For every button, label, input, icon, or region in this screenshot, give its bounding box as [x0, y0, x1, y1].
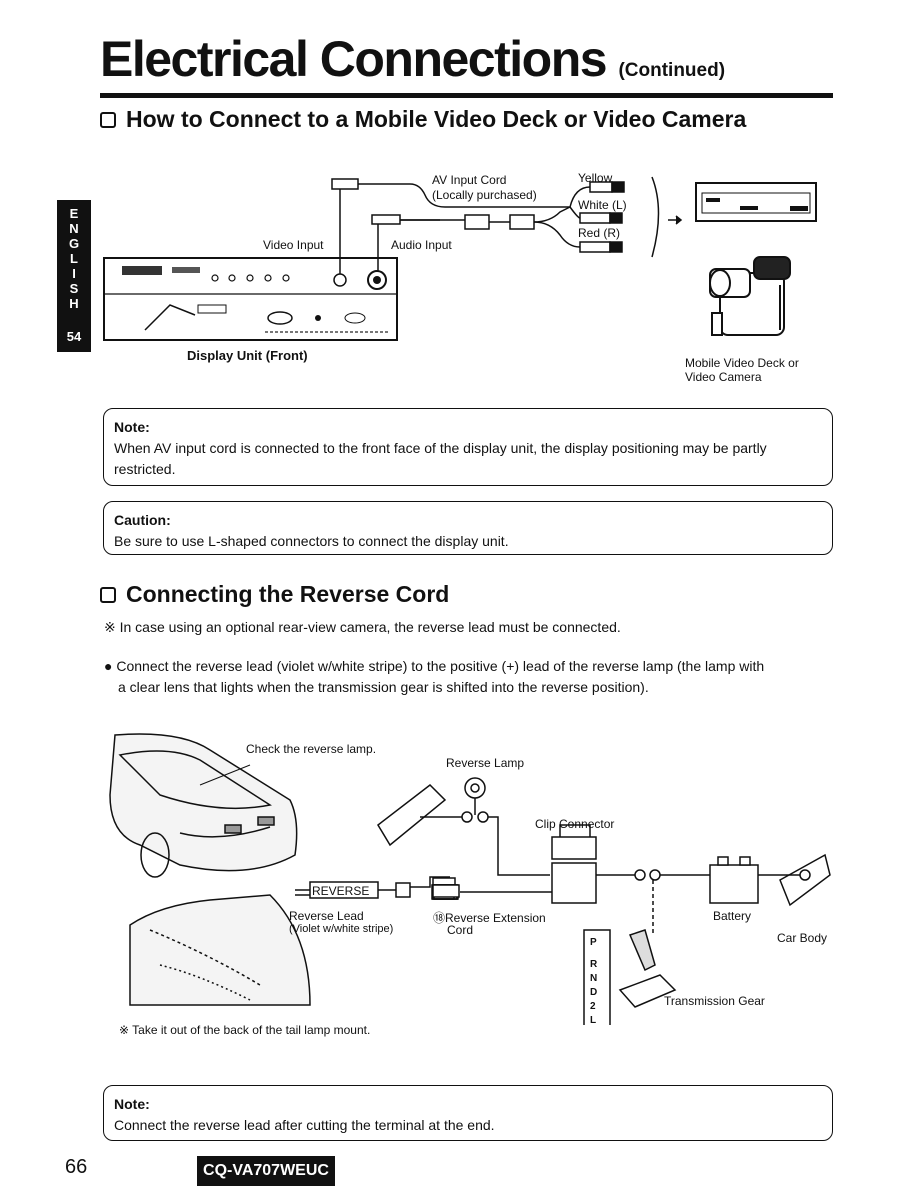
title-rule [100, 93, 833, 98]
reverse-connection-diagram [109, 733, 831, 1025]
gear-n: N [590, 973, 598, 984]
label-video-input: Video Input [263, 238, 324, 252]
note-box-display: Note: When AV input cord is connected to… [103, 408, 833, 486]
label-video-camera: Video Camera [685, 370, 762, 384]
label-mobile-deck: Mobile Video Deck or [685, 356, 799, 370]
label-check-lamp: Check the reverse lamp. [246, 742, 377, 756]
av-connection-diagram [103, 176, 817, 341]
label-transmission: Transmission Gear [664, 994, 765, 1008]
note-title: Note: [114, 419, 150, 435]
label-reverse-lead: Reverse Lead [289, 909, 364, 923]
gear-d: D [590, 987, 598, 998]
label-reverse-lamp: Reverse Lamp [446, 756, 525, 770]
label-white: White (L) [578, 198, 627, 212]
tab-letter: S [69, 281, 79, 296]
note-box-reverse: Note: Connect the reverse lead after cut… [103, 1085, 833, 1141]
reverse-remark: ※ In case using an optional rear-view ca… [104, 619, 621, 635]
note-text: Connect the reverse lead after cutting t… [114, 1117, 495, 1133]
car-rear-illustration [109, 733, 311, 1006]
display-unit-illustration [103, 257, 398, 341]
video-camera-illustration [709, 256, 791, 336]
language-tab: E N G L I S H 54 [57, 200, 91, 352]
reverse-lead-plug [295, 881, 460, 899]
checkbox-icon [100, 111, 116, 128]
label-tail-note: ※ Take it out of the back of the tail la… [119, 1023, 371, 1037]
reverse-bullet-cont: a clear lens that lights when the transm… [118, 679, 649, 695]
tab-letter: H [69, 296, 79, 311]
label-battery: Battery [713, 909, 752, 923]
reverse-lamp-wiring [377, 777, 831, 1025]
caution-text: Be sure to use L-shaped connectors to co… [114, 533, 509, 549]
section-heading-video: How to Connect to a Mobile Video Deck or… [100, 106, 746, 133]
gear-r: R [590, 959, 598, 970]
page-title-text: Electrical Connections [100, 31, 608, 87]
label-locally-purchased: (Locally purchased) [432, 188, 537, 202]
gear-l: L [590, 1015, 597, 1026]
label-display-unit: Display Unit (Front) [187, 348, 308, 363]
label-reverse-lead-sub: (Violet w/white stripe) [289, 923, 394, 935]
label-ext-cord-1: ⑱Reverse Extension [433, 911, 546, 925]
caution-box: Caution: Be sure to use L-shaped connect… [103, 501, 833, 555]
gear-indicator: P R N D 2 L [590, 936, 597, 1028]
checkbox-icon [100, 586, 116, 603]
tab-page-number: 54 [66, 329, 82, 344]
reverse-tag: REVERSE [312, 884, 370, 898]
reverse-bullet: ● Connect the reverse lead (violet w/whi… [104, 658, 765, 674]
section-heading-video-text: How to Connect to a Mobile Video Deck or… [126, 106, 747, 132]
tab-letter: G [68, 236, 80, 251]
gear-p: P [590, 937, 597, 948]
page-number: 66 [65, 1156, 88, 1178]
note-text: When AV input cord is connected to the f… [114, 440, 767, 477]
label-audio-input: Audio Input [391, 238, 452, 252]
av-cable-lines [331, 176, 683, 274]
label-car-body: Car Body [777, 931, 828, 945]
gear-2: 2 [590, 1001, 596, 1012]
note-title: Note: [114, 1096, 150, 1112]
section-heading-reverse: Connecting the Reverse Cord [100, 581, 449, 608]
section-heading-reverse-text: Connecting the Reverse Cord [126, 581, 450, 607]
label-red: Red (R) [578, 226, 621, 240]
tab-letter: N [69, 221, 79, 236]
tab-letter: E [69, 206, 79, 221]
caution-title: Caution: [114, 512, 171, 528]
page-title-suffix: (Continued) [618, 60, 726, 81]
video-deck-illustration [695, 182, 817, 222]
tab-letter: L [70, 251, 78, 266]
page-title: Electrical Connections (Continued) [100, 30, 725, 88]
model-badge: CQ-VA707WEUC [197, 1156, 335, 1186]
label-yellow: Yellow [578, 171, 613, 185]
tab-letter: I [72, 266, 76, 281]
label-clip-connector: Clip Connector [535, 817, 615, 831]
label-av-input-cord: AV Input Cord [432, 173, 507, 187]
label-ext-cord-2: Cord [447, 923, 474, 937]
